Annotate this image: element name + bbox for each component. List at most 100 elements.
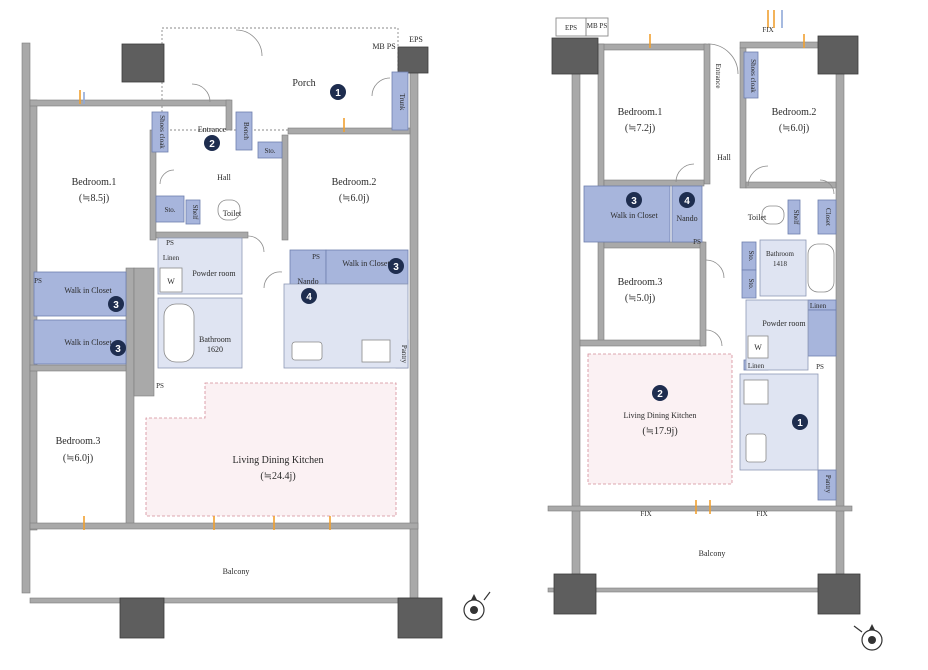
label-ps: PS — [693, 238, 701, 246]
bench — [235, 111, 253, 151]
label-shelf: Shelf — [191, 205, 199, 220]
svg-text:2: 2 — [209, 139, 215, 150]
label-entrance: Entrance — [714, 64, 722, 89]
bedroom2-partition — [281, 134, 289, 241]
label-pantry: Pantry — [400, 345, 408, 364]
label-bathroom-size: 1620 — [207, 345, 223, 354]
door-swing — [675, 163, 695, 183]
room-label-hall: Hall — [217, 173, 232, 182]
label-bathroom-size: 1418 — [773, 260, 788, 268]
living-dining-kitchen-area — [145, 382, 397, 517]
storage-entrance — [257, 141, 283, 159]
label-ps: PS — [34, 277, 42, 285]
trunk — [391, 71, 409, 131]
svg-text:2: 2 — [657, 389, 663, 400]
powder-room — [745, 299, 809, 371]
room-label-bedroom1: Bedroom.1 — [618, 107, 663, 118]
label-linen: Linen — [163, 254, 180, 262]
label-wic: Walk in Closet — [610, 211, 658, 220]
badge: 4 — [679, 192, 695, 208]
bathtub — [807, 243, 835, 293]
label-eps: EPS — [565, 24, 577, 32]
bedroom3-right-wall — [699, 241, 707, 347]
room-size-bedroom2: (≒6.0j) — [779, 123, 809, 134]
bath-top-wall — [155, 231, 249, 239]
walk-in-closet-bedroom2 — [325, 249, 409, 285]
label-shelf: Shelf — [792, 210, 800, 225]
balcony-rail — [29, 597, 421, 604]
label-ps: PS — [156, 382, 164, 390]
room-size-ldk: (≒17.9j) — [642, 426, 677, 437]
cooktop — [361, 339, 391, 363]
label-pantry: Pantry — [824, 475, 832, 494]
left-exterior-wall — [21, 42, 31, 594]
walk-in-closet-2 — [33, 319, 127, 365]
living-dining-kitchen-area — [587, 353, 733, 485]
label-ps: PS — [312, 253, 320, 261]
kitchen-sink — [291, 341, 323, 361]
badge: 3 — [388, 258, 404, 274]
toilet-fixture — [761, 205, 785, 225]
room-label-powder: Powder room — [762, 319, 806, 328]
room-size-bedroom2: (≒6.0j) — [339, 193, 369, 204]
badge: 1 — [330, 84, 346, 100]
washer-space — [159, 267, 183, 293]
entrance-wall — [225, 99, 233, 131]
badge: 3 — [626, 192, 642, 208]
top-wall-bedroom1 — [29, 99, 231, 107]
label-wic-bedroom2: Walk in Closet — [342, 259, 390, 268]
room-size-bedroom1: (≒8.5j) — [79, 193, 109, 204]
bedroom1-right-wall — [703, 43, 711, 185]
badge: 3 — [110, 340, 126, 356]
room-label-bedroom3: Bedroom.3 — [618, 277, 663, 288]
mbps-box — [585, 17, 609, 37]
front-door-swing — [235, 29, 263, 57]
front-door-swing — [707, 43, 739, 75]
room-size-ldk: (≒24.4j) — [260, 471, 295, 482]
label-eps: EPS — [409, 35, 423, 44]
room-label-toilet: Toilet — [748, 213, 767, 222]
room-label-balcony: Balcony — [699, 549, 726, 558]
room-label-bathroom: Bathroom — [199, 335, 232, 344]
room-label-hall: Hall — [717, 153, 732, 162]
right-exterior-wall — [409, 69, 419, 601]
badge: 3 — [108, 296, 124, 312]
right-exterior-wall — [835, 69, 845, 576]
svg-text:3: 3 — [393, 262, 399, 273]
bedroom3-partition — [125, 267, 135, 529]
door-swing — [191, 83, 211, 103]
toilet-fixture — [217, 199, 241, 221]
label-mbps: MB PS — [587, 22, 608, 30]
label-fix-window: FIX — [762, 26, 773, 34]
column — [553, 573, 597, 615]
column — [397, 46, 429, 74]
label-washer: W — [754, 343, 762, 352]
shaft-wall — [133, 267, 155, 397]
kitchen-sink — [745, 433, 767, 463]
badge: 1 — [792, 414, 808, 430]
pantry — [817, 469, 837, 501]
room-label-bedroom3: Bedroom.3 — [56, 436, 101, 447]
room-label-bedroom1: Bedroom.1 — [72, 177, 117, 188]
door-swing — [705, 259, 725, 279]
balcony-wall — [547, 505, 853, 512]
room-label-bedroom2: Bedroom.2 — [772, 107, 817, 118]
left-exterior-wall — [571, 69, 581, 576]
svg-text:1: 1 — [335, 88, 341, 99]
floor-plan-left: Porch Entrance Shoes cloak Bench Sto. MB… — [21, 27, 491, 639]
column — [817, 35, 859, 75]
label-fix-window: FIX — [756, 510, 767, 518]
bedroom3-bottom-wall — [579, 339, 703, 347]
label-linen: Linen — [748, 362, 765, 370]
door-swing — [159, 169, 175, 185]
label-wic-2: Walk in Closet — [64, 338, 112, 347]
shelf — [185, 199, 201, 225]
bathroom — [759, 239, 807, 297]
badge: 2 — [652, 385, 668, 401]
bedroom3-top-wall — [29, 364, 127, 372]
cooktop — [743, 379, 769, 405]
room-label-powder: Powder room — [192, 269, 236, 278]
door-swing — [747, 165, 769, 187]
bedroom2-top-wall — [287, 127, 411, 135]
